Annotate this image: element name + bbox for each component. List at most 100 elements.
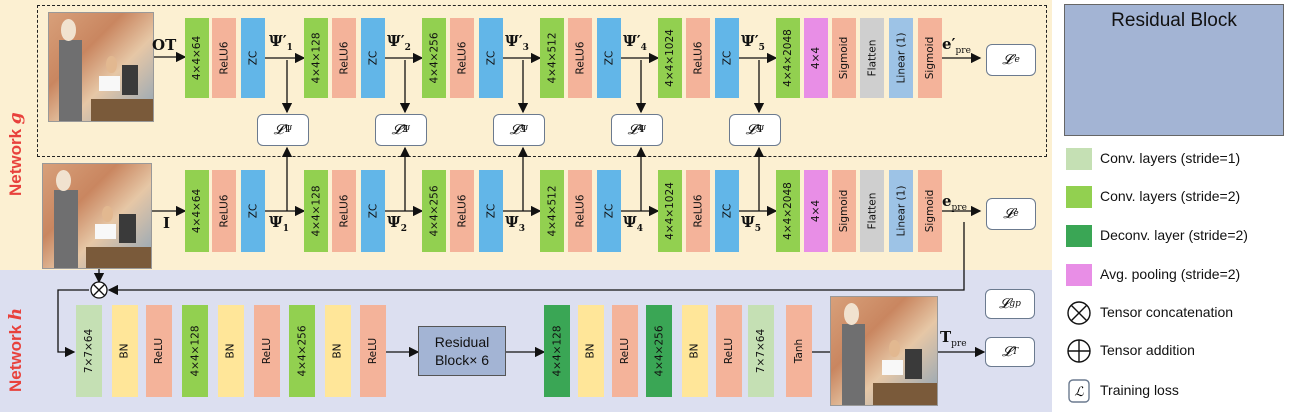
bottom-left-block-6-4-4-256: 4×4×256	[289, 305, 315, 397]
mid-row-block-17-sigmoid-label: Sigmoid	[838, 189, 851, 233]
mid-row-block-5-zc: ZC	[361, 170, 385, 252]
top-row-block-0-4-4-64: 4×4×64	[185, 18, 209, 98]
top-row-block-3-4-4-128: 4×4×128	[304, 18, 328, 98]
bottom-left-block-7-bn: BN	[325, 305, 351, 397]
top-output-label: e′pre	[942, 35, 971, 56]
top-row-block-5-zc: ZC	[361, 18, 385, 98]
mid-row-block-12-4-4-1024: 4×4×1024	[658, 170, 682, 252]
mid-row-block-18-flatten: Flatten	[860, 170, 884, 252]
top-row-psi-1: Ψ′1	[269, 32, 293, 53]
top-row-block-1-relu6: ReLU6	[212, 18, 236, 98]
bottom-right-block-2-relu-label: ReLU	[619, 337, 632, 365]
legend-swatch-3	[1066, 264, 1092, 286]
loss-box-icon: ℒ	[1066, 378, 1092, 404]
top-row-block-14-zc: ZC	[715, 18, 739, 98]
mid-row-block-15-4-4-2048-label: 4×4×2048	[782, 182, 794, 240]
top-row-block-20-sigmoid-label: Sigmoid	[924, 36, 937, 80]
mid-row-block-16-4-4: 4×4	[804, 170, 828, 252]
mid-row-block-0-4-4-64-label: 4×4×64	[191, 188, 204, 234]
bottom-left-block-5-relu-label: ReLU	[261, 337, 274, 365]
mid-row-psi-3: Ψ3	[505, 213, 525, 234]
mid-row-block-9-4-4-512: 4×4×512	[540, 170, 564, 252]
top-row-block-7-relu6-label: ReLU6	[456, 41, 469, 75]
residual-block-x6: Residual Block× 6	[418, 326, 506, 376]
bottom-left-block-8-relu: ReLU	[360, 305, 386, 397]
bottom-left-block-4-bn: BN	[218, 305, 244, 397]
bottom-right-block-4-bn-label: BN	[689, 343, 701, 359]
top-row-block-8-zc-label: ZC	[485, 50, 497, 66]
bottom-right-block-5-relu-label: ReLU	[723, 337, 736, 365]
mid-row-block-13-relu6: ReLU6	[686, 170, 710, 252]
mid-row-block-15-4-4-2048: 4×4×2048	[776, 170, 800, 252]
mid-row-block-10-relu6-label: ReLU6	[574, 194, 587, 228]
mid-row-psi-4: Ψ4	[623, 213, 643, 234]
bottom-left-block-0-7-7-64: 7×7×64	[76, 305, 102, 397]
bottom-left-block-4-bn-label: BN	[225, 343, 237, 359]
top-row-block-8-zc: ZC	[479, 18, 503, 98]
legend-label-6: Training loss	[1100, 382, 1179, 398]
top-row-block-10-relu6-label: ReLU6	[574, 41, 587, 75]
mid-input-photo	[42, 163, 152, 269]
mid-row-block-13-relu6-label: ReLU6	[692, 194, 705, 228]
legend-label-3: Avg. pooling (stride=2)	[1100, 266, 1241, 282]
bottom-left-block-1-bn-label: BN	[119, 343, 131, 359]
legend-label-0: Conv. layers (stride=1)	[1100, 150, 1241, 166]
otimes-icon	[1066, 300, 1092, 326]
top-row-block-7-relu6: ReLU6	[450, 18, 474, 98]
top-loss-box: 𝓛′e	[986, 44, 1036, 76]
mid-row-block-0-4-4-64: 4×4×64	[185, 170, 209, 252]
bottom-right-block-7-tanh-label: Tanh	[792, 338, 805, 364]
top-row-block-17-sigmoid-label: Sigmoid	[838, 36, 851, 80]
mid-row-psi-2: Ψ2	[387, 213, 407, 234]
top-input-label: OT	[152, 36, 177, 54]
bottom-output-label: Tpre	[940, 328, 967, 349]
top-row-block-1-relu6-label: ReLU6	[218, 41, 231, 75]
residual-block-title: Residual Block	[1111, 10, 1237, 31]
top-row-block-16-4-4: 4×4	[804, 18, 828, 98]
concat-op	[90, 281, 108, 299]
mid-row-block-19-linear-1: Linear (1)	[889, 170, 913, 252]
bottom-right-block-4-bn: BN	[682, 305, 708, 397]
top-row-block-5-zc-label: ZC	[367, 50, 379, 66]
mid-row-block-19-linear-1-label: Linear (1)	[895, 185, 908, 237]
mid-row-block-3-4-4-128: 4×4×128	[304, 170, 328, 252]
top-row-block-4-relu6-label: ReLU6	[338, 41, 351, 75]
bottom-left-block-7-bn-label: BN	[332, 343, 344, 359]
top-row-block-17-sigmoid: Sigmoid	[832, 18, 856, 98]
top-row-block-12-4-4-1024-label: 4×4×1024	[664, 29, 676, 87]
bottom-right-block-1-bn: BN	[578, 305, 604, 397]
mid-input-label: I	[163, 214, 171, 232]
bottom-left-block-6-4-4-256-label: 4×4×256	[296, 325, 308, 377]
mid-row-block-16-4-4-label: 4×4	[809, 199, 822, 223]
mid-row-block-4-relu6: ReLU6	[332, 170, 356, 252]
top-row-block-11-zc: ZC	[597, 18, 621, 98]
bottom-left-block-0-7-7-64-label: 7×7×64	[83, 328, 96, 374]
mid-row-block-14-zc: ZC	[715, 170, 739, 252]
legend-swatch-0	[1066, 148, 1092, 170]
mid-row-block-20-sigmoid-label: Sigmoid	[924, 189, 937, 233]
top-row-block-2-zc: ZC	[241, 18, 265, 98]
mid-row-block-11-zc-label: ZC	[603, 203, 615, 219]
legend-label-5: Tensor addition	[1100, 342, 1195, 358]
top-row-psi-4: Ψ′4	[623, 32, 647, 53]
top-row-block-10-relu6: ReLU6	[568, 18, 592, 98]
mid-row-block-1-relu6-label: ReLU6	[218, 194, 231, 228]
top-row-block-3-4-4-128-label: 4×4×128	[310, 32, 322, 84]
mid-row-block-11-zc: ZC	[597, 170, 621, 252]
top-row-block-9-4-4-512: 4×4×512	[540, 18, 564, 98]
top-row-block-19-linear-1: Linear (1)	[889, 18, 913, 98]
mid-row-block-1-relu6: ReLU6	[212, 170, 236, 252]
top-row-psi-5: Ψ′5	[741, 32, 765, 53]
top-row-block-13-relu6: ReLU6	[686, 18, 710, 98]
mid-row-block-8-zc-label: ZC	[485, 203, 497, 219]
mid-row-psi-5: Ψ5	[741, 213, 761, 234]
legend-swatch-1	[1066, 186, 1092, 208]
top-row-block-6-4-4-256: 4×4×256	[422, 18, 446, 98]
bottom-left-block-1-bn: BN	[112, 305, 138, 397]
mid-row-block-10-relu6: ReLU6	[568, 170, 592, 252]
